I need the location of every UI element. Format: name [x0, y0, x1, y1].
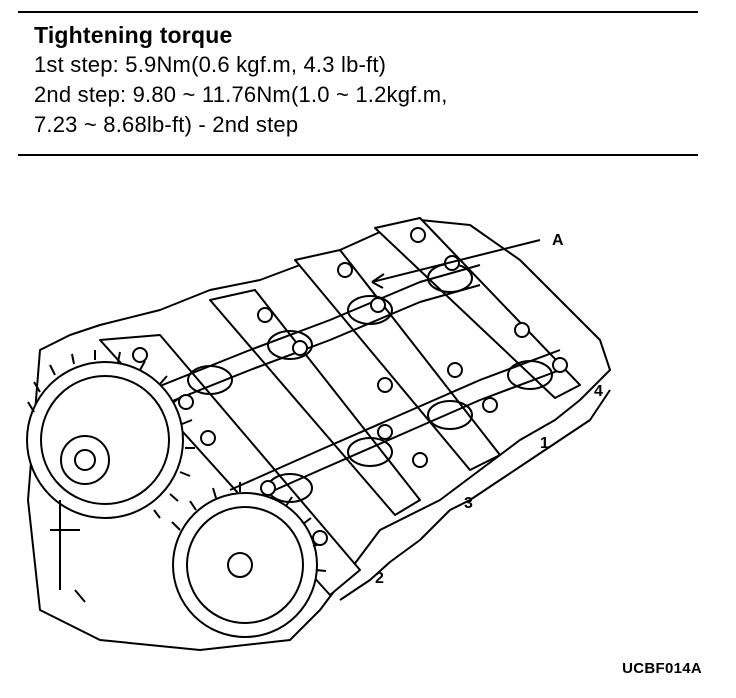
spec-line-3: 7.23 ~ 8.68lb-ft) - 2nd step — [34, 112, 299, 137]
spec-line-2: 2nd step: 9.80 ~ 11.76Nm(1.0 ~ 1.2kgf.m, — [34, 82, 448, 107]
callout-a: A — [552, 232, 564, 249]
callout-4: 4 — [594, 383, 603, 400]
callout-3: 3 — [464, 495, 473, 512]
top-rule — [18, 11, 698, 13]
camshaft-illustration: A 1 2 3 4 — [0, 170, 736, 660]
callout-2: 2 — [375, 570, 384, 587]
figure-code: UCBF014A — [622, 660, 702, 677]
callout-1: 1 — [540, 435, 549, 452]
torque-spec-block: Tightening torque 1st step: 5.9Nm(0.6 kg… — [34, 20, 694, 140]
camshaft-drawing — [26, 217, 611, 651]
bottom-rule — [18, 154, 698, 156]
spec-line-1: 1st step: 5.9Nm(0.6 kgf.m, 4.3 lb-ft) — [34, 52, 387, 77]
spec-heading: Tightening torque — [34, 22, 233, 48]
